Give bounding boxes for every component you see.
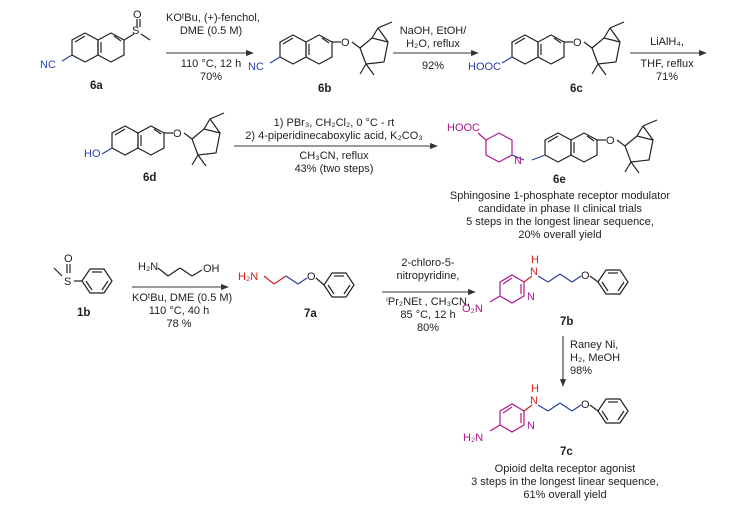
step4-line1: 1) PBr₃, CH₂Cl₂, 0 °C - rt xyxy=(273,117,395,129)
structure-7a xyxy=(263,272,355,298)
label-7b: 7b xyxy=(560,316,574,328)
step1-yield: 70% xyxy=(199,71,223,83)
atom-oh-reagent: OH xyxy=(203,263,220,275)
atom-o-6a: O xyxy=(133,9,142,21)
atom-hooc-6c: HOOC xyxy=(468,61,501,73)
atom-o-6b: O xyxy=(341,37,350,49)
step5-temp-time: 110 °C, 40 h xyxy=(148,305,210,317)
atom-o2n-7b: O₂N xyxy=(462,303,483,315)
atom-n-7c-ring: N xyxy=(527,420,535,432)
structure-7c xyxy=(489,398,629,433)
step6-temp-time: 85 °C, 12 h xyxy=(400,309,456,321)
atom-nh-7b: N xyxy=(530,266,538,278)
note-7c-line2: 3 steps in the longest linear sequence, xyxy=(471,476,659,488)
step1-temp-time: 110 °C, 12 h xyxy=(180,58,242,70)
step1-reagent: KOᵗBu, (+)-fenchol, xyxy=(166,12,260,24)
atom-o-7a: O xyxy=(307,271,316,283)
label-7c: 7c xyxy=(560,446,573,458)
step6-base-solvent: ⁱPr₂NEt , CH₃CN, xyxy=(385,296,471,308)
step4-yield: 43% (two steps) xyxy=(294,163,374,175)
structure-6a xyxy=(61,19,151,63)
atom-nc-6a: NC xyxy=(40,59,56,71)
step2-yield: 92% xyxy=(421,60,445,72)
step6-reagent2: nitropyridine, xyxy=(396,270,460,282)
atom-nc-6b: NC xyxy=(248,61,264,73)
step4-line3: CH₃CN, reflux xyxy=(299,150,369,162)
step7-yield: 98% xyxy=(570,365,593,377)
label-6c: 6c xyxy=(570,83,583,95)
label-6b: 6b xyxy=(318,83,332,95)
atom-o-7b: O xyxy=(581,270,590,282)
step6-yield: 80% xyxy=(416,322,440,334)
atom-ho-6d: HO xyxy=(84,148,101,160)
label-1b: 1b xyxy=(77,307,91,319)
structure-6e xyxy=(477,119,658,174)
structure-6d xyxy=(101,112,225,167)
note-6e-line1: Sphingosine 1-phosphate receptor modulat… xyxy=(449,190,671,202)
step4-line2: 2) 4-piperidinecaboxylic acid, K₂CO₃ xyxy=(245,130,423,142)
step3-yield: 71% xyxy=(655,71,679,83)
atom-hooc-6e: HOOC xyxy=(447,122,480,134)
atom-o-6c: O xyxy=(573,37,582,49)
reagent-aminopropanol xyxy=(157,267,203,277)
note-7c-line3: 61% overall yield xyxy=(523,489,607,501)
structure-1b xyxy=(53,264,113,294)
atom-o-6d: O xyxy=(173,128,182,140)
step6-reagent1: 2-chloro-5- xyxy=(401,257,455,269)
step7-reagent: Raney Ni, xyxy=(570,339,619,351)
label-6a: 6a xyxy=(90,80,103,92)
structure-6b xyxy=(269,21,393,76)
step3-conditions: THF, reflux xyxy=(640,58,694,70)
label-6d: 6d xyxy=(143,172,157,184)
label-7a: 7a xyxy=(304,308,317,320)
note-7c-line1: Opioid delta receptor agonist xyxy=(494,463,636,475)
note-6e-line4: 20% overall yield xyxy=(518,229,602,241)
atom-h2n-reagent: H₂N xyxy=(138,261,158,273)
step5-reagent: KOᵗBu, DME (0.5 M) xyxy=(132,292,233,304)
step1-solvent: DME (0.5 M) xyxy=(179,25,243,37)
step3-reagent: LiAlH₄, xyxy=(650,36,684,48)
atom-s-6a: S xyxy=(132,25,139,37)
step2-reagent: NaOH, EtOH/ xyxy=(399,25,467,37)
structure-7b xyxy=(489,269,629,304)
atom-h2n-7a: H₂N xyxy=(238,271,258,283)
atom-h2n-7c: H₂N xyxy=(463,432,483,444)
atom-n-6e: N xyxy=(514,155,522,167)
step2-conditions: H₂O, reflux xyxy=(406,38,460,50)
label-6e: 6e xyxy=(553,174,566,186)
note-6e-line3: 5 steps in the longest linear sequence, xyxy=(466,216,654,228)
atom-o-7c: O xyxy=(581,399,590,411)
atom-s-1b: S xyxy=(64,276,71,288)
step5-yield: 78 % xyxy=(166,318,192,330)
atom-n-7b-ring: N xyxy=(527,291,535,303)
atom-o-1b: O xyxy=(64,253,73,265)
note-6e-line2: candidate in phase II clinical trials xyxy=(478,203,642,215)
structure-6c xyxy=(501,21,625,76)
step7-conditions: H₂, MeOH xyxy=(570,352,621,364)
atom-o-6e: O xyxy=(606,135,615,147)
atom-nh-7c: N xyxy=(530,395,538,407)
atom-h-7b: H xyxy=(531,254,539,266)
atom-h-7c: H xyxy=(531,383,539,395)
